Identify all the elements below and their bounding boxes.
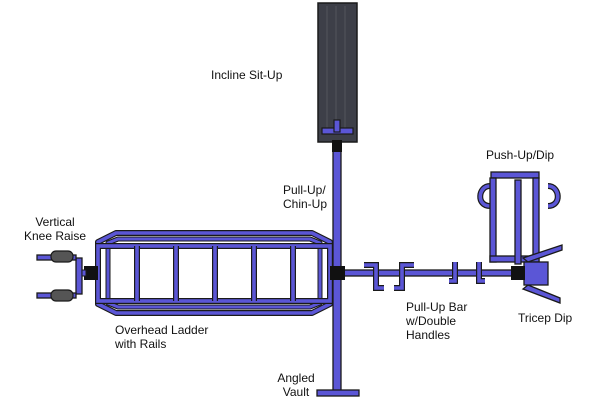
bench-joint <box>332 140 342 152</box>
angled-vault-label: Angled Vault <box>277 371 315 399</box>
center-joint <box>330 266 345 280</box>
angled-vault-base <box>316 389 360 397</box>
incline-situp-label: Incline Sit-Up <box>211 68 283 82</box>
horizontal-main-bar <box>340 269 514 277</box>
pullup-chinup-label: Pull-Up/ Chin-Up <box>283 183 328 211</box>
overhead-ladder-label: Overhead Ladder with Rails <box>115 323 209 351</box>
vertical-knee-raise-label: Vertical Knee Raise <box>23 215 87 243</box>
overhead-ladder <box>95 230 333 316</box>
tricep-dip <box>521 244 563 304</box>
pushup-dip-label: Push-Up/Dip <box>486 148 555 162</box>
incline-situp-bench <box>317 2 358 143</box>
pullup-double-handles <box>364 262 485 291</box>
vertical-knee-raise <box>36 250 87 302</box>
tricep-joint <box>511 266 525 280</box>
pullup-bar-label: Pull-Up Bar w/Double Handles <box>406 300 468 342</box>
pushup-dip-station <box>477 171 561 265</box>
tricep-dip-label: Tricep Dip <box>518 311 573 325</box>
ladder-left-joint <box>84 266 98 280</box>
